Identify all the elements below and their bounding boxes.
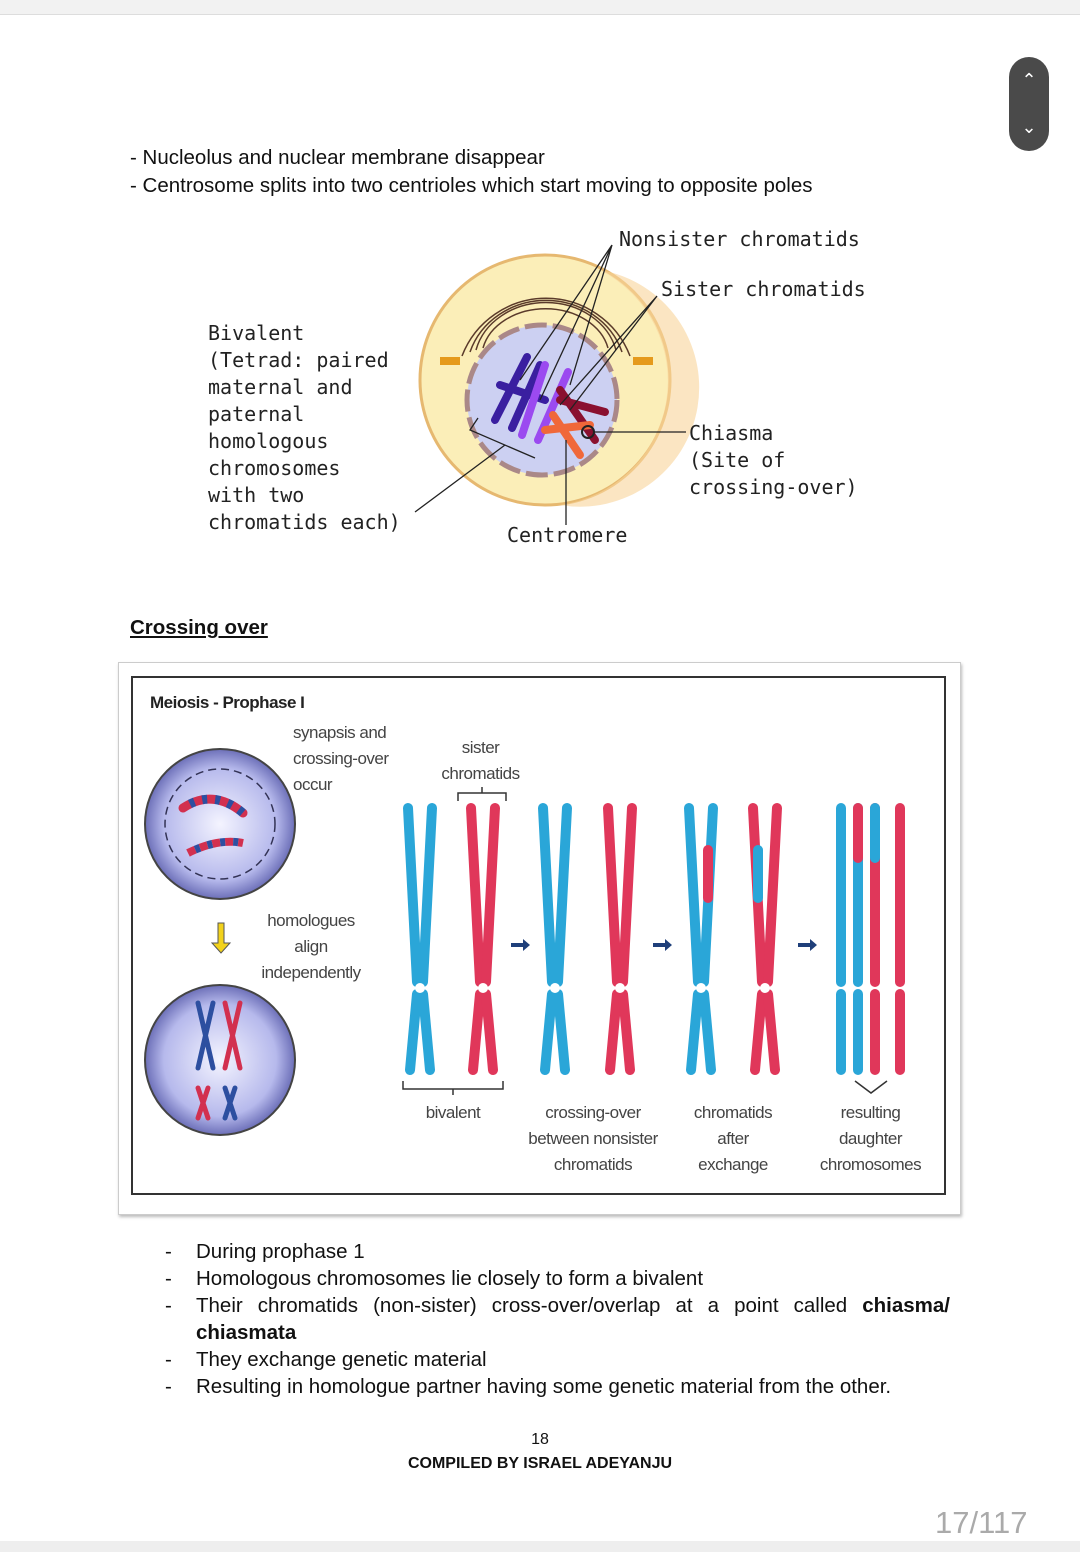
viewer-top-bar xyxy=(0,0,1080,15)
label-chiasma: Chiasma (Site of crossing-over) xyxy=(689,421,858,499)
list-item: - Their chromatids (non-sister) cross-ove… xyxy=(165,1292,950,1346)
intro-bullet: - Nucleolus and nuclear membrane disappe… xyxy=(130,146,545,169)
centromere xyxy=(415,983,425,993)
page-indicator: 17/117 xyxy=(935,1505,1028,1540)
section-heading: Crossing over xyxy=(130,616,268,639)
item-text: They exchange genetic material xyxy=(196,1348,487,1371)
item-text: Homologous chromosomes lie closely to fo… xyxy=(196,1267,704,1290)
chromatid xyxy=(540,989,557,1075)
list-item: - They exchange genetic material xyxy=(165,1346,950,1373)
chromatid xyxy=(763,989,780,1075)
label-after-exchange: chromatids after exchange xyxy=(693,1103,773,1174)
arrow-right-icon xyxy=(511,939,817,951)
chromatid xyxy=(481,803,500,987)
label-nonsister-chromatids: Nonsister chromatids xyxy=(619,227,860,251)
bivalent-diagram xyxy=(414,244,700,525)
label-centromere: Centromere xyxy=(507,523,628,547)
chromatid xyxy=(603,803,622,987)
chromatid xyxy=(403,803,422,987)
chromatid xyxy=(418,803,437,987)
chromatid xyxy=(466,803,485,987)
page-number: 18 xyxy=(531,1431,549,1448)
centromere xyxy=(550,983,560,993)
chevron-up-icon[interactable]: ⌃ xyxy=(1021,70,1037,90)
label-sister-chromatids: Sister chromatids xyxy=(661,277,866,301)
chevron-down-icon[interactable]: ⌄ xyxy=(1021,117,1037,137)
arrow-down-icon xyxy=(210,922,232,954)
chromatid xyxy=(763,803,782,987)
dash: - xyxy=(165,1348,172,1371)
chromatid xyxy=(553,989,570,1075)
centromere xyxy=(760,983,770,993)
chromatid xyxy=(750,989,767,1075)
chromatid xyxy=(418,989,435,1075)
item-text: Resulting in homologue partner having so… xyxy=(196,1375,892,1398)
label-crossing-over: crossing-over between nonsister chromati… xyxy=(528,1103,658,1174)
chromatid xyxy=(605,989,622,1075)
centromere xyxy=(883,983,893,993)
dash: - xyxy=(165,1240,172,1263)
chromatid xyxy=(553,803,572,987)
footer-credit: COMPILED BY ISRAEL ADEYANJU xyxy=(407,1455,673,1472)
chromatid xyxy=(538,803,557,987)
centromere xyxy=(478,983,488,993)
chromatid xyxy=(684,803,703,987)
crossing-over-notes: - During prophase 1 - Homologous chromosom… xyxy=(165,1238,950,1400)
page-nav-control[interactable]: ⌃ ⌄ xyxy=(1009,57,1049,151)
chromatid xyxy=(618,803,637,987)
list-item: - During prophase 1 xyxy=(165,1238,950,1265)
centromere xyxy=(844,983,854,993)
item-text-plain: Their chromatids (non-sister) cross-over… xyxy=(196,1294,863,1317)
label-sister-chromatids: sister chromatids xyxy=(441,738,520,783)
chromatid xyxy=(686,989,703,1075)
viewer-bottom-bar xyxy=(0,1541,1080,1552)
chromatid xyxy=(405,989,422,1075)
dash: - xyxy=(165,1375,172,1398)
chromatid xyxy=(618,989,635,1075)
cell-icon xyxy=(144,748,296,900)
label-resulting: resulting daughter chromosomes xyxy=(819,1103,922,1174)
figure-title: Meiosis - Prophase I xyxy=(150,693,305,712)
label-synapsis: synapsis and crossing-over occur xyxy=(293,723,389,794)
chromatid xyxy=(699,989,716,1075)
crossing-over-diagram xyxy=(144,748,905,1136)
item-text: Their chromatids (non-sister) cross-over… xyxy=(196,1292,950,1346)
dash: - xyxy=(165,1294,172,1317)
centromere xyxy=(615,983,625,993)
label-bivalent: bivalent xyxy=(425,1103,481,1122)
label-bivalent: Bivalent (Tetrad: paired maternal and pa… xyxy=(208,321,401,534)
chromatid xyxy=(481,989,498,1075)
list-item: - Homologous chromosomes lie closely to f… xyxy=(165,1265,950,1292)
list-item: - Resulting in homologue partner having s… xyxy=(165,1373,950,1400)
intro-bullet: - Centrosome splits into two centrioles … xyxy=(130,174,813,197)
dash: - xyxy=(165,1267,172,1290)
label-homologues: homologues align independently xyxy=(261,911,361,982)
item-text: During prophase 1 xyxy=(196,1240,365,1263)
item-text-bold: chiasma/ chiasmata xyxy=(196,1294,950,1344)
centromere xyxy=(696,983,706,993)
chromatid xyxy=(468,989,485,1075)
crossing-over-figure: Meiosis - Prophase I synapsis and crossi… xyxy=(118,662,961,1215)
